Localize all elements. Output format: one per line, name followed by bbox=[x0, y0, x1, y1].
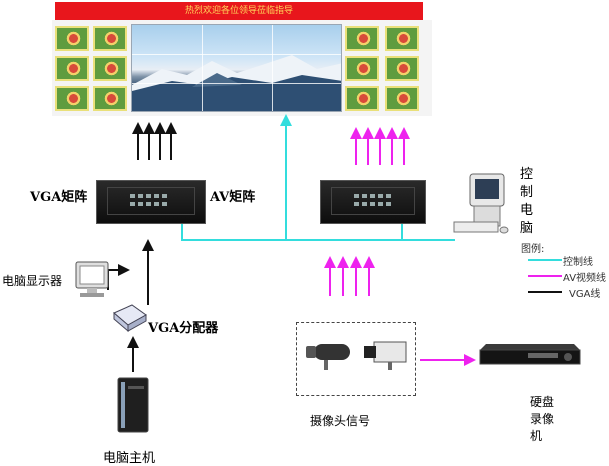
vga-matrix-label: VGA矩阵 bbox=[30, 190, 88, 205]
control-pc-icon bbox=[453, 173, 509, 234]
monitor-icon bbox=[75, 261, 109, 297]
legend-av-label: AV视频线 bbox=[563, 273, 607, 284]
av-matrix-device bbox=[320, 180, 426, 224]
wall-seam bbox=[202, 25, 203, 111]
center-mountain-screen bbox=[131, 24, 342, 112]
dvr-label: 硬盘 录像 机 bbox=[530, 395, 555, 443]
screen-tile bbox=[345, 86, 379, 111]
legend-vga-label: VGA线 bbox=[569, 289, 601, 300]
wall-seam bbox=[272, 25, 273, 111]
pc-host-label: 电脑主机 bbox=[103, 451, 156, 466]
vga-splitter-label: VGA分配器 bbox=[148, 321, 219, 336]
dvr-icon bbox=[479, 344, 581, 365]
screen-tile bbox=[55, 56, 89, 81]
wall-seam bbox=[132, 54, 341, 55]
rack-front-panel bbox=[107, 187, 195, 215]
monitor-label: 电脑显示器 bbox=[2, 274, 63, 288]
av-arrows-to-wall bbox=[350, 127, 410, 165]
control-lines bbox=[181, 114, 455, 241]
camera-group-frame bbox=[296, 322, 416, 396]
screen-tile bbox=[345, 26, 379, 51]
screen-tile bbox=[385, 86, 419, 111]
av-matrix-label: AV矩阵 bbox=[210, 190, 256, 205]
camera-av-arrows bbox=[324, 256, 375, 296]
legend-title: 图例: bbox=[521, 244, 545, 255]
pc-host-icon bbox=[117, 377, 149, 433]
screen-tile bbox=[93, 56, 127, 81]
bullet-camera-icon bbox=[306, 344, 350, 370]
screen-tile bbox=[93, 26, 127, 51]
screen-tile bbox=[345, 56, 379, 81]
vga-matrix-device bbox=[96, 180, 206, 224]
control-pc-label: 控 制 电 脑 bbox=[520, 167, 534, 236]
rack-front-panel bbox=[331, 187, 415, 215]
screen-tile bbox=[385, 56, 419, 81]
wall-seam bbox=[132, 83, 341, 84]
welcome-banner: 热烈欢迎各位领导莅临指导 bbox=[55, 2, 423, 20]
camera-signal-label: 摄像头信号 bbox=[310, 414, 371, 428]
screen-tile bbox=[55, 86, 89, 111]
vga-arrows-to-wall bbox=[132, 122, 177, 160]
screen-tile bbox=[93, 86, 127, 111]
box-camera-icon bbox=[364, 341, 407, 370]
legend-control-label: 控制线 bbox=[563, 257, 593, 268]
cameras-icon bbox=[306, 341, 407, 370]
screen-tile bbox=[55, 26, 89, 51]
vga-splitter-icon bbox=[113, 304, 147, 333]
legend-swatches bbox=[528, 259, 562, 293]
screen-tile bbox=[385, 26, 419, 51]
